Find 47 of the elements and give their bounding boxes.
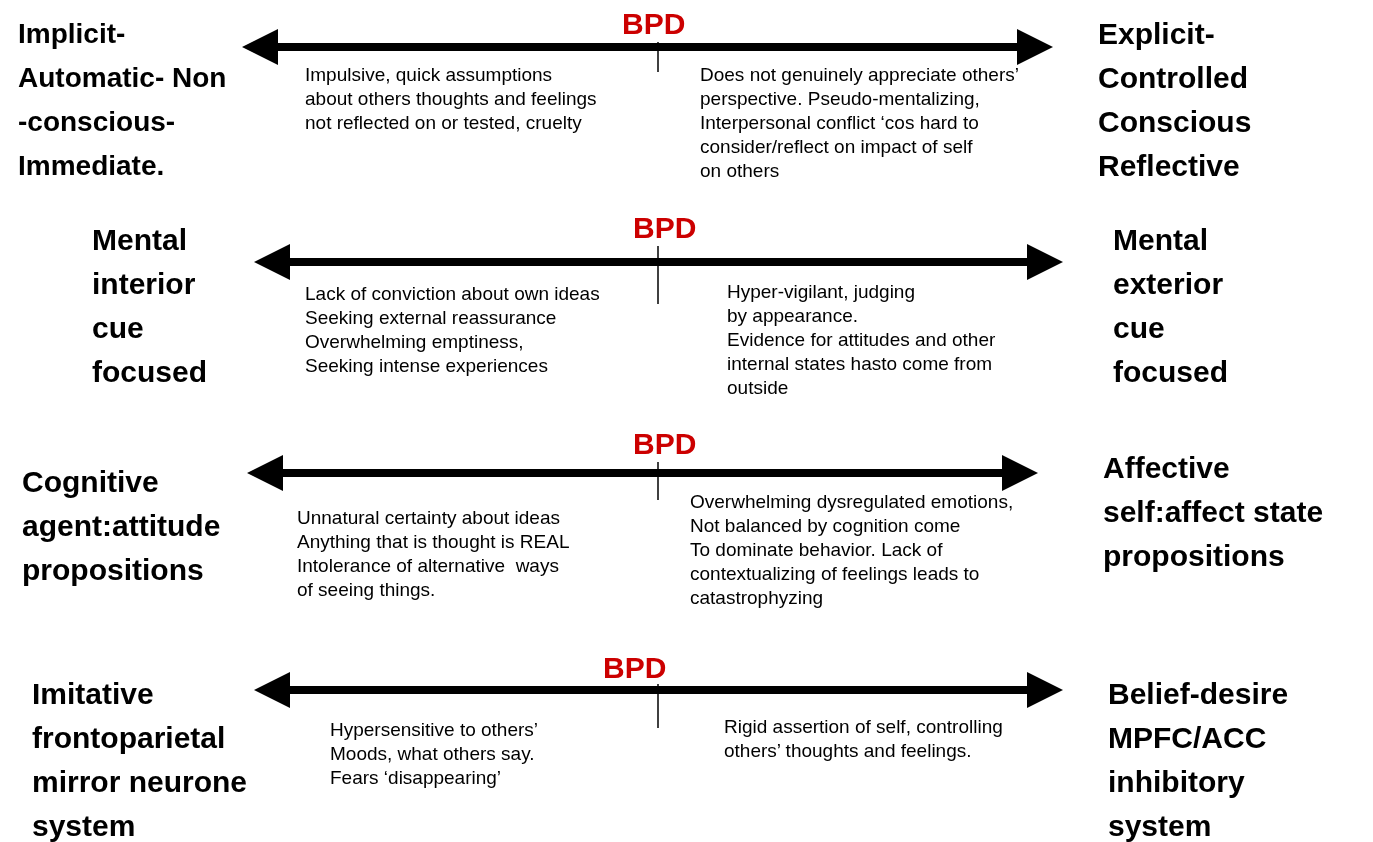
marker-label: BPD: [603, 652, 667, 684]
description-text: Evidence for attitudes and other: [727, 328, 996, 352]
pole-label: Belief-desire MPFC/ACC inhibitory system: [1065, 672, 1318, 842]
description-text: Fears ‘disappearing’: [330, 766, 502, 790]
pole-label: Cognitive agent:attitude propositions: [22, 460, 245, 592]
description-text: on others: [700, 159, 780, 183]
pole-label: Explicit- Controlled Conscious Reflective: [1055, 12, 1298, 188]
description-text: others’ thoughts and feelings.: [724, 739, 972, 763]
description-text: consider/reflect on impact of self: [700, 135, 973, 159]
marker-label: BPD: [633, 212, 697, 244]
description-text: Moods, what others say.: [330, 742, 535, 766]
double-headed-arrow: [254, 244, 1063, 280]
marker-label: BPD: [633, 428, 697, 460]
description-text: Lack of conviction about own ideas: [305, 282, 600, 306]
description-text: Not balanced by cognition come: [690, 514, 961, 538]
description-text: Does not genuinely appreciate others’: [700, 63, 1019, 87]
description-text: not reflected on or tested, cruelty: [305, 111, 582, 135]
pole-label: Mental exterior cue focused: [1065, 218, 1253, 394]
description-text: of seeing things.: [297, 578, 436, 602]
description-text: Hypersensitive to others’: [330, 718, 539, 742]
description-text: outside: [727, 376, 789, 400]
pole-label: Affective self:affect state propositions: [1040, 446, 1368, 578]
description-text: Intolerance of alternative ways: [297, 554, 559, 578]
description-text: Overwhelming emptiness,: [305, 330, 524, 354]
double-headed-arrow: [247, 455, 1038, 491]
pole-label: Imitative frontoparietal mirror neurone system: [32, 672, 252, 842]
pole-label: Implicit- Automatic- Non -conscious- Immediate.: [18, 12, 240, 188]
description-text: perspective. Pseudo-mentalizing,: [700, 87, 980, 111]
description-text: about others thoughts and feelings: [305, 87, 597, 111]
description-text: Impulsive, quick assumptions: [305, 63, 553, 87]
description-text: internal states hasto come from: [727, 352, 993, 376]
description-text: Anything that is thought is REAL: [297, 530, 570, 554]
description-text: To dominate behavior. Lack of: [690, 538, 943, 562]
description-text: Rigid assertion of self, controlling: [724, 715, 1003, 739]
double-headed-arrow: [254, 672, 1063, 708]
description-text: contextualizing of feelings leads to: [690, 562, 980, 586]
description-text: Overwhelming dysregulated emotions,: [690, 490, 1014, 514]
description-text: Interpersonal conflict ‘cos hard to: [700, 111, 979, 135]
marker-label: BPD: [622, 8, 686, 40]
description-text: Seeking external reassurance: [305, 306, 557, 330]
description-text: Seeking intense experiences: [305, 354, 548, 378]
double-headed-arrow: [242, 29, 1053, 65]
description-text: catastrophyzing: [690, 586, 824, 610]
pole-label: Mental interior cue focused: [92, 218, 252, 394]
description-text: by appearance.: [727, 304, 858, 328]
description-text: Hyper-vigilant, judging: [727, 280, 915, 304]
description-text: Unnatural certainty about ideas: [297, 506, 560, 530]
